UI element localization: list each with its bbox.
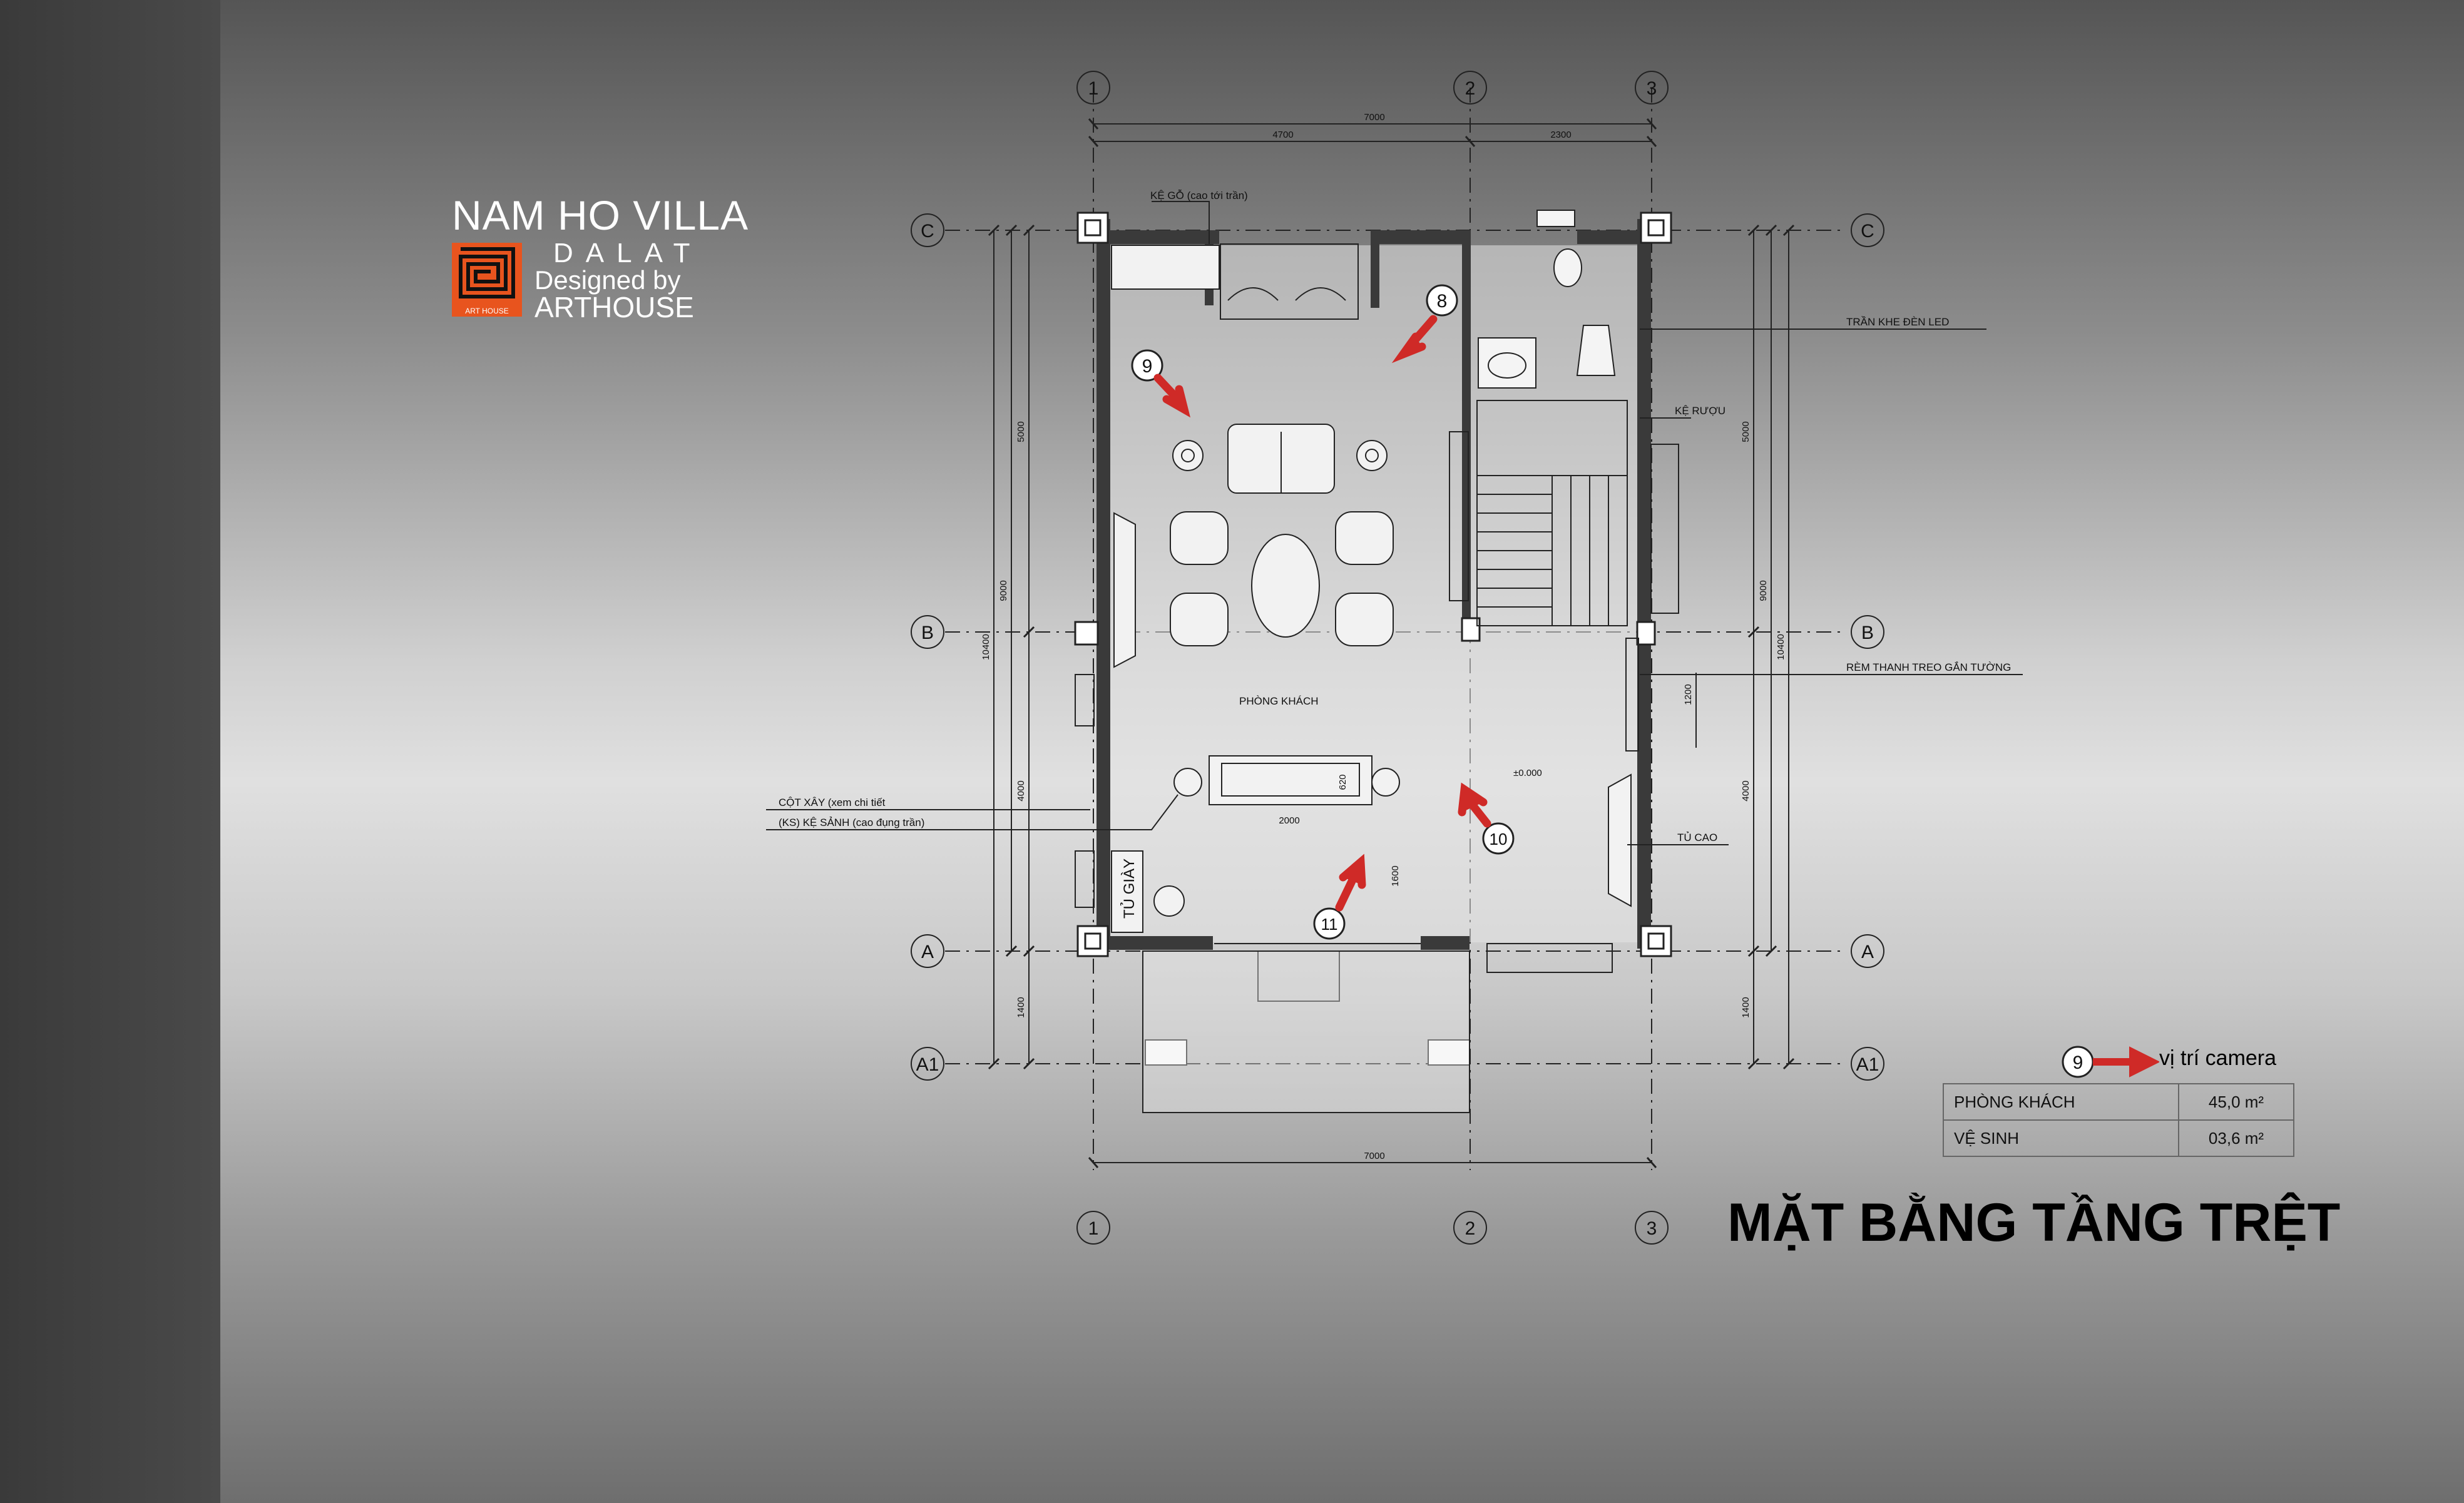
axis-label-bottom-3: 3 bbox=[1647, 1218, 1657, 1239]
axis-bubble-right-a bbox=[1851, 934, 1884, 968]
doors bbox=[1075, 243, 1679, 1113]
camera-label-10: 10 bbox=[1490, 830, 1508, 848]
axis-label-top-1: 1 bbox=[1088, 78, 1099, 99]
camera-arrow-icon bbox=[1153, 374, 1191, 418]
table-row: VỆ SINH 03,6 m² bbox=[1943, 1119, 2294, 1157]
camera-arrow-icon bbox=[1335, 853, 1366, 912]
camera-marker-8: 8 bbox=[1391, 284, 1458, 364]
dim-right-small: 1200 bbox=[1683, 684, 1694, 705]
living-room-furniture bbox=[1111, 245, 1632, 933]
legend-marker-label: 9 bbox=[2073, 1052, 2083, 1073]
axis-label-bottom-2: 2 bbox=[1465, 1218, 1476, 1239]
dim-tv-gap: 1600 bbox=[1390, 865, 1401, 886]
axis-label-right-a1: A1 bbox=[1856, 1054, 1879, 1075]
dim-bottom-total: 7000 bbox=[1364, 1151, 1384, 1161]
axis-bubble-bottom-3 bbox=[1635, 1211, 1669, 1245]
axis-bubble-right-b bbox=[1851, 615, 1884, 649]
axis-label-left-a: A bbox=[921, 942, 934, 962]
camera-marker-11: 11 bbox=[1313, 853, 1366, 940]
label-rem: RÈM THANH TREO GẮN TƯỜNG bbox=[1846, 661, 2011, 673]
label-tran-khe: TRẦN KHE ĐÈN LED bbox=[1846, 316, 1949, 328]
staircase bbox=[1449, 400, 1628, 626]
axis-label-left-b: B bbox=[921, 623, 934, 643]
axis-bubble-left-a bbox=[911, 934, 944, 968]
company-name: ARTHOUSE bbox=[534, 291, 694, 324]
camera-label-9: 9 bbox=[1142, 356, 1153, 377]
axis-bubble-bottom-1 bbox=[1076, 1211, 1110, 1245]
axis-label-right-b: B bbox=[1861, 623, 1874, 643]
label-tu-giay: TỦ GIÀY bbox=[1120, 858, 1138, 919]
walls bbox=[1097, 219, 1651, 950]
camera-label-8: 8 bbox=[1437, 291, 1448, 312]
left-dark-band bbox=[0, 0, 220, 1503]
table-row: PHÒNG KHÁCH 45,0 m² bbox=[1943, 1083, 2294, 1121]
dim-tv-depth: 620 bbox=[1337, 774, 1348, 790]
room-area-cell: 45,0 m² bbox=[2178, 1083, 2294, 1121]
dim-right-outer: 10400 bbox=[1776, 634, 1786, 660]
dim-left-mid: 9000 bbox=[998, 580, 1009, 601]
label-tu-cao: TỦ CAO bbox=[1677, 832, 1717, 843]
legend-label: vị trí camera bbox=[2159, 1046, 2277, 1070]
dim-top-right: 2300 bbox=[1550, 130, 1571, 140]
axis-label-left-c: C bbox=[921, 221, 934, 242]
dim-top-total: 7000 bbox=[1364, 112, 1384, 123]
page-title: MẶT BẰNG TẦNG TRỆT bbox=[1727, 1193, 2341, 1253]
dim-left-upper: 5000 bbox=[1016, 421, 1026, 442]
dim-right-upper: 5000 bbox=[1741, 421, 1751, 442]
axis-label-bottom-1: 1 bbox=[1088, 1218, 1099, 1239]
dim-top-left: 4700 bbox=[1272, 130, 1293, 140]
dim-left-outer: 10400 bbox=[981, 634, 991, 660]
axis-bubble-top-2 bbox=[1453, 71, 1487, 104]
axis-bubble-top-3 bbox=[1635, 71, 1669, 104]
dim-right-lower: 4000 bbox=[1741, 780, 1751, 801]
legend-marker-icon: 9 bbox=[2062, 1046, 2159, 1078]
camera-markers: 8 9 10 11 bbox=[1131, 284, 1515, 940]
dim-right-bottom: 1400 bbox=[1741, 997, 1751, 1017]
camera-arrow-icon bbox=[1391, 315, 1438, 364]
label-cot-xay: CỘT XÂY (xem chi tiết bbox=[779, 797, 886, 808]
project-title: NAM HO VILLA bbox=[452, 192, 749, 238]
camera-label-11: 11 bbox=[1321, 915, 1338, 934]
axis-bubble-left-a1 bbox=[911, 1047, 944, 1081]
label-ke-ruou: KỆ RƯỢU bbox=[1675, 405, 1725, 417]
level-mark: ±0.000 bbox=[1513, 768, 1542, 778]
coffee-table bbox=[1251, 534, 1320, 638]
room-area-cell: 03,6 m² bbox=[2178, 1119, 2294, 1157]
axis-bubble-left-b bbox=[911, 615, 944, 649]
room-name-cell: VỆ SINH bbox=[1943, 1119, 2179, 1157]
logo-text: ART HOUSE bbox=[465, 307, 509, 315]
label-ke-go: KỆ GỖ (cao tới trần) bbox=[1150, 190, 1248, 201]
dim-left-bottom: 1400 bbox=[1016, 997, 1026, 1017]
axis-label-top-2: 2 bbox=[1465, 78, 1476, 99]
axis-bubble-left-c bbox=[911, 213, 944, 247]
columns bbox=[1074, 211, 1672, 957]
camera-arrow-icon bbox=[1458, 782, 1491, 828]
axis-bubble-bottom-2 bbox=[1453, 1211, 1487, 1245]
camera-legend: 9 vị trí camera bbox=[2059, 1040, 2309, 1084]
axis-label-right-a: A bbox=[1861, 942, 1874, 962]
dim-right-mid: 9000 bbox=[1758, 580, 1769, 601]
logo-mark-icon bbox=[459, 247, 515, 298]
camera-marker-10: 10 bbox=[1458, 782, 1515, 855]
axis-bubble-top-1 bbox=[1076, 71, 1110, 104]
axis-bubble-right-a1 bbox=[1851, 1047, 1884, 1081]
axis-label-top-3: 3 bbox=[1647, 78, 1657, 99]
dim-tv-width: 2000 bbox=[1279, 815, 1299, 826]
arthouse-logo: ART HOUSE bbox=[452, 243, 522, 317]
dim-left-lower: 4000 bbox=[1016, 780, 1026, 801]
room-name-cell: PHÒNG KHÁCH bbox=[1943, 1083, 2179, 1121]
label-ke-sanh: (KS) KỆ SẢNH (cao đụng trần) bbox=[779, 817, 924, 828]
room-label-phong-khach: PHÒNG KHÁCH bbox=[1239, 695, 1319, 707]
bathroom-fixtures bbox=[1478, 210, 1616, 389]
axis-label-right-c: C bbox=[1861, 221, 1874, 242]
leader-lines bbox=[766, 201, 2023, 845]
designed-by-label: Designed by bbox=[534, 265, 681, 295]
project-city: DALAT bbox=[553, 238, 703, 268]
camera-marker-9: 9 bbox=[1131, 349, 1191, 418]
axis-bubble-right-c bbox=[1851, 213, 1884, 247]
area-table: PHÒNG KHÁCH 45,0 m² VỆ SINH 03,6 m² bbox=[1943, 1083, 2294, 1157]
axis-label-left-a1: A1 bbox=[916, 1054, 939, 1075]
